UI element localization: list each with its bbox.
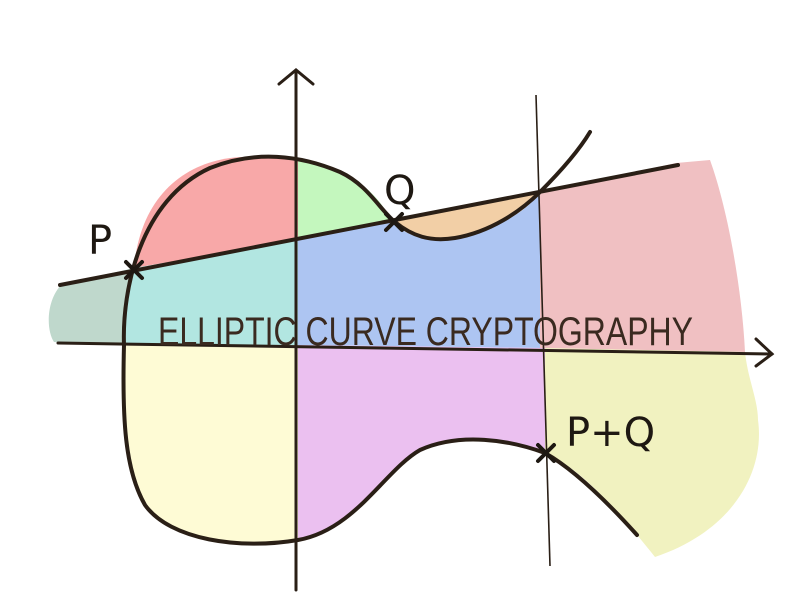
upper-curve-branch [121,130,592,347]
x-axis-arrowhead [754,337,775,368]
region-pink [540,160,745,352]
region-teal [124,240,298,345]
point-sum-label: P+Q [566,410,655,456]
region-green [298,161,393,240]
y-axis-arrowhead [277,68,315,86]
region-orange [393,193,540,240]
region-yellow [123,345,298,544]
region-red [134,156,298,268]
point-q-label: Q [384,168,415,214]
point-p-marker [124,260,144,280]
region-blue [298,193,540,348]
region-olive [545,348,759,557]
diagram-title: ELLIPTIC CURVE CRYPTOGRAPHY [158,310,693,354]
x-axis-line [56,341,774,356]
point-p-label: P [88,218,112,264]
region-sage [48,268,135,345]
region-purple [298,345,545,541]
secant-line-pq [58,163,680,287]
vertical-reflection-line [535,94,551,567]
point-q-marker [384,212,404,232]
point-sum-marker [536,443,556,463]
